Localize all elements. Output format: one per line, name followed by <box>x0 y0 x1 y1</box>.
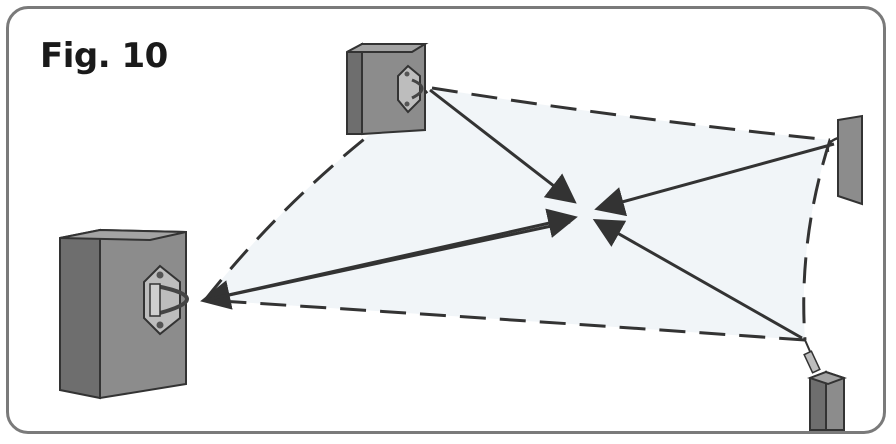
post-top <box>346 42 429 136</box>
tension-arrow-icon <box>592 219 803 340</box>
turnbuckle-icon <box>803 339 821 374</box>
sail-edges <box>203 86 832 342</box>
tension-arrows <box>200 88 835 340</box>
tension-arrow-icon <box>205 208 578 302</box>
post-bottom-right <box>803 339 847 431</box>
pad-eye-plate-icon <box>143 264 189 336</box>
post-right <box>826 114 863 206</box>
sail-edge-right <box>802 139 832 341</box>
shade-sail-area <box>205 88 830 340</box>
tension-arrow-icon <box>594 142 835 217</box>
attachment-hook <box>826 136 839 153</box>
sail-edge-bottom <box>204 298 806 342</box>
tension-arrow-icon <box>429 88 577 204</box>
pad-eye-plate-icon <box>397 64 424 114</box>
post-left <box>59 228 189 400</box>
figure-label: Fig. 10 <box>40 36 168 76</box>
sail-edge-top <box>431 86 831 142</box>
